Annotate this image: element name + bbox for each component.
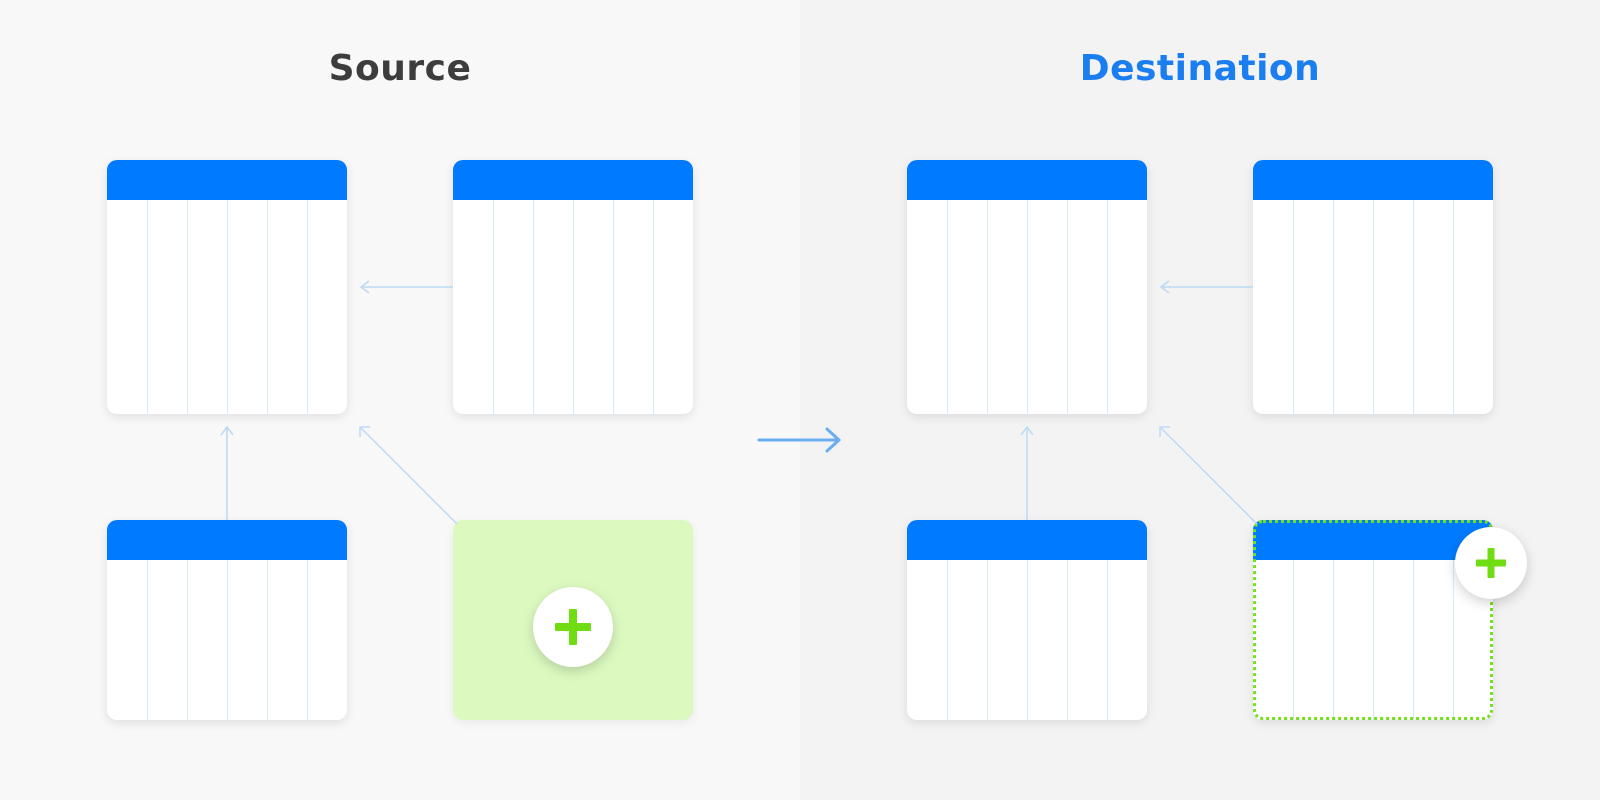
table-column-divider <box>947 560 948 720</box>
table-column-divider <box>1293 560 1294 720</box>
table-header <box>907 520 1147 560</box>
added-table-badge-button[interactable] <box>1455 527 1527 599</box>
table-column-divider <box>1333 200 1334 414</box>
table-column-divider <box>267 560 268 720</box>
destination-table-top-left[interactable] <box>907 160 1147 414</box>
table-column-divider <box>307 560 308 720</box>
source-title: Source <box>328 48 472 89</box>
add-table-button[interactable] <box>533 587 613 667</box>
table-column-divider <box>1413 200 1414 414</box>
table-column-divider <box>307 200 308 414</box>
table-column-divider <box>147 560 148 720</box>
source-panel: Source <box>107 48 693 720</box>
table-column-divider <box>1067 560 1068 720</box>
table-column-divider <box>1333 560 1334 720</box>
table-column-divider <box>613 200 614 414</box>
table-column-divider <box>1027 560 1028 720</box>
table-column-divider <box>1373 560 1374 720</box>
table-column-divider <box>1107 200 1108 414</box>
destination-table-top-right[interactable] <box>1253 160 1493 414</box>
table-column-divider <box>653 200 654 414</box>
table-column-divider <box>987 200 988 414</box>
table-column-divider <box>493 200 494 414</box>
table-column-divider <box>1293 200 1294 414</box>
table-column-divider <box>987 560 988 720</box>
table-header <box>107 160 347 200</box>
table-column-divider <box>1067 200 1068 414</box>
table-column-divider <box>147 200 148 414</box>
table-column-divider <box>187 200 188 414</box>
table-column-divider <box>1453 200 1454 414</box>
source-table-bottom-left[interactable] <box>107 520 347 720</box>
destination-table-bottom-left[interactable] <box>907 520 1147 720</box>
plus-icon <box>1476 548 1506 578</box>
table-column-divider <box>1413 560 1414 720</box>
table-column-divider <box>267 200 268 414</box>
table-header <box>907 160 1147 200</box>
table-column-divider <box>947 200 948 414</box>
table-column-divider <box>573 200 574 414</box>
table-column-divider <box>1027 200 1028 414</box>
table-column-divider <box>533 200 534 414</box>
table-header <box>453 160 693 200</box>
destination-title: Destination <box>1079 48 1321 89</box>
source-table-top-right[interactable] <box>453 160 693 414</box>
table-column-divider <box>227 560 228 720</box>
table-header <box>107 520 347 560</box>
plus-icon <box>555 609 591 645</box>
table-column-divider <box>187 560 188 720</box>
table-header <box>1253 520 1493 560</box>
destination-panel: Destination <box>800 0 1600 800</box>
source-new-table-placeholder[interactable] <box>453 520 693 720</box>
table-header <box>1253 160 1493 200</box>
source-table-top-left[interactable] <box>107 160 347 414</box>
table-column-divider <box>1107 560 1108 720</box>
table-column-divider <box>1453 560 1454 720</box>
table-column-divider <box>1373 200 1374 414</box>
table-column-divider <box>227 200 228 414</box>
destination-table-new[interactable] <box>1253 520 1493 720</box>
